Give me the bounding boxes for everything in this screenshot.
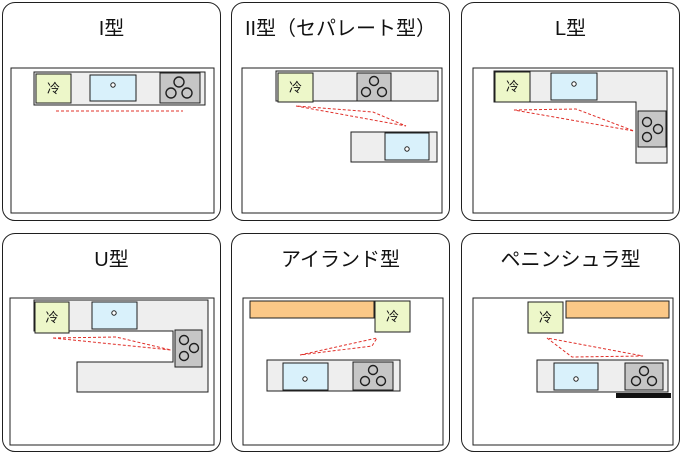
stove	[356, 72, 392, 102]
wall-cabinet	[565, 300, 670, 319]
burner-icon	[181, 87, 193, 99]
layout-card-island: アイランド型 冷	[231, 233, 450, 452]
work-triangle-line	[295, 105, 407, 127]
burner-icon	[641, 116, 653, 128]
work-triangle-line	[546, 337, 644, 358]
layout-card-peninsula: ペニンシュラ型 冷	[461, 233, 680, 452]
work-triangle-line	[52, 336, 172, 351]
fridge-label: 冷	[289, 81, 302, 96]
layout-card-ii: II型（セパレート型） 冷	[231, 2, 450, 221]
burner-icon	[178, 350, 190, 362]
stove	[159, 72, 201, 104]
burner-icon	[638, 365, 650, 377]
layout-title-i: I型	[98, 18, 125, 40]
burner-icon	[368, 75, 380, 87]
floor-plan-island: 冷	[242, 297, 444, 446]
burner-icon	[652, 123, 664, 135]
peninsula-wall-edge	[616, 393, 671, 398]
layout-title-u: U型	[94, 249, 129, 271]
drain-icon	[110, 82, 116, 88]
work-triangle-line	[513, 108, 635, 132]
floor-plan-peninsula: 冷	[472, 297, 674, 446]
counter-l-shape	[493, 70, 668, 164]
fridge-label: 冷	[506, 80, 519, 95]
sink	[91, 301, 138, 330]
floor-plan-u: 冷	[9, 297, 215, 446]
burner-icon	[165, 87, 177, 99]
layout-card-i: I型 冷	[2, 2, 221, 221]
wall-cabinet	[249, 300, 375, 319]
fridge-label: 冷	[386, 310, 399, 325]
burner-icon	[359, 375, 371, 387]
burner-icon	[178, 334, 190, 346]
refrigerator: 冷	[34, 301, 70, 334]
stove	[174, 329, 203, 368]
floor-plan-i: 冷	[10, 67, 215, 214]
burner-icon	[376, 86, 388, 98]
burner-icon	[375, 375, 387, 387]
burner-icon	[173, 76, 185, 88]
burner-icon	[360, 86, 372, 98]
layout-title-l: L型	[554, 18, 587, 40]
layout-card-u: U型 冷	[2, 233, 221, 452]
refrigerator: 冷	[277, 72, 314, 103]
burner-icon	[367, 364, 379, 376]
sink	[282, 362, 329, 391]
drain-icon	[404, 146, 410, 152]
drain-icon	[571, 81, 577, 87]
layout-title-peninsula: ペニンシュラ型	[500, 249, 641, 271]
refrigerator: 冷	[374, 300, 411, 333]
burner-icon	[646, 375, 658, 387]
burner-icon	[630, 375, 642, 387]
drain-icon	[302, 376, 308, 382]
sink	[89, 74, 137, 102]
refrigerator: 冷	[35, 73, 72, 104]
layout-title-island: アイランド型	[281, 249, 400, 271]
sink	[553, 362, 599, 391]
layout-card-l: L型 冷	[461, 2, 680, 221]
drain-icon	[573, 376, 579, 382]
floor-plan-l: 冷	[472, 67, 674, 214]
counter-u-shape	[33, 299, 209, 393]
refrigerator: 冷	[494, 71, 531, 103]
drain-icon	[111, 310, 117, 316]
fridge-label: 冷	[539, 311, 552, 326]
sink	[550, 72, 598, 101]
refrigerator: 冷	[527, 301, 564, 334]
floor-plan-ii: 冷	[241, 67, 443, 214]
sink	[384, 132, 430, 161]
burner-icon	[188, 342, 200, 354]
fridge-label: 冷	[45, 311, 58, 326]
burner-icon	[641, 131, 653, 143]
fridge-label: 冷	[47, 82, 60, 97]
stove	[624, 362, 664, 391]
stove	[637, 110, 667, 148]
layout-title-ii: II型（セパレート型）	[244, 18, 437, 40]
stove	[352, 361, 394, 391]
